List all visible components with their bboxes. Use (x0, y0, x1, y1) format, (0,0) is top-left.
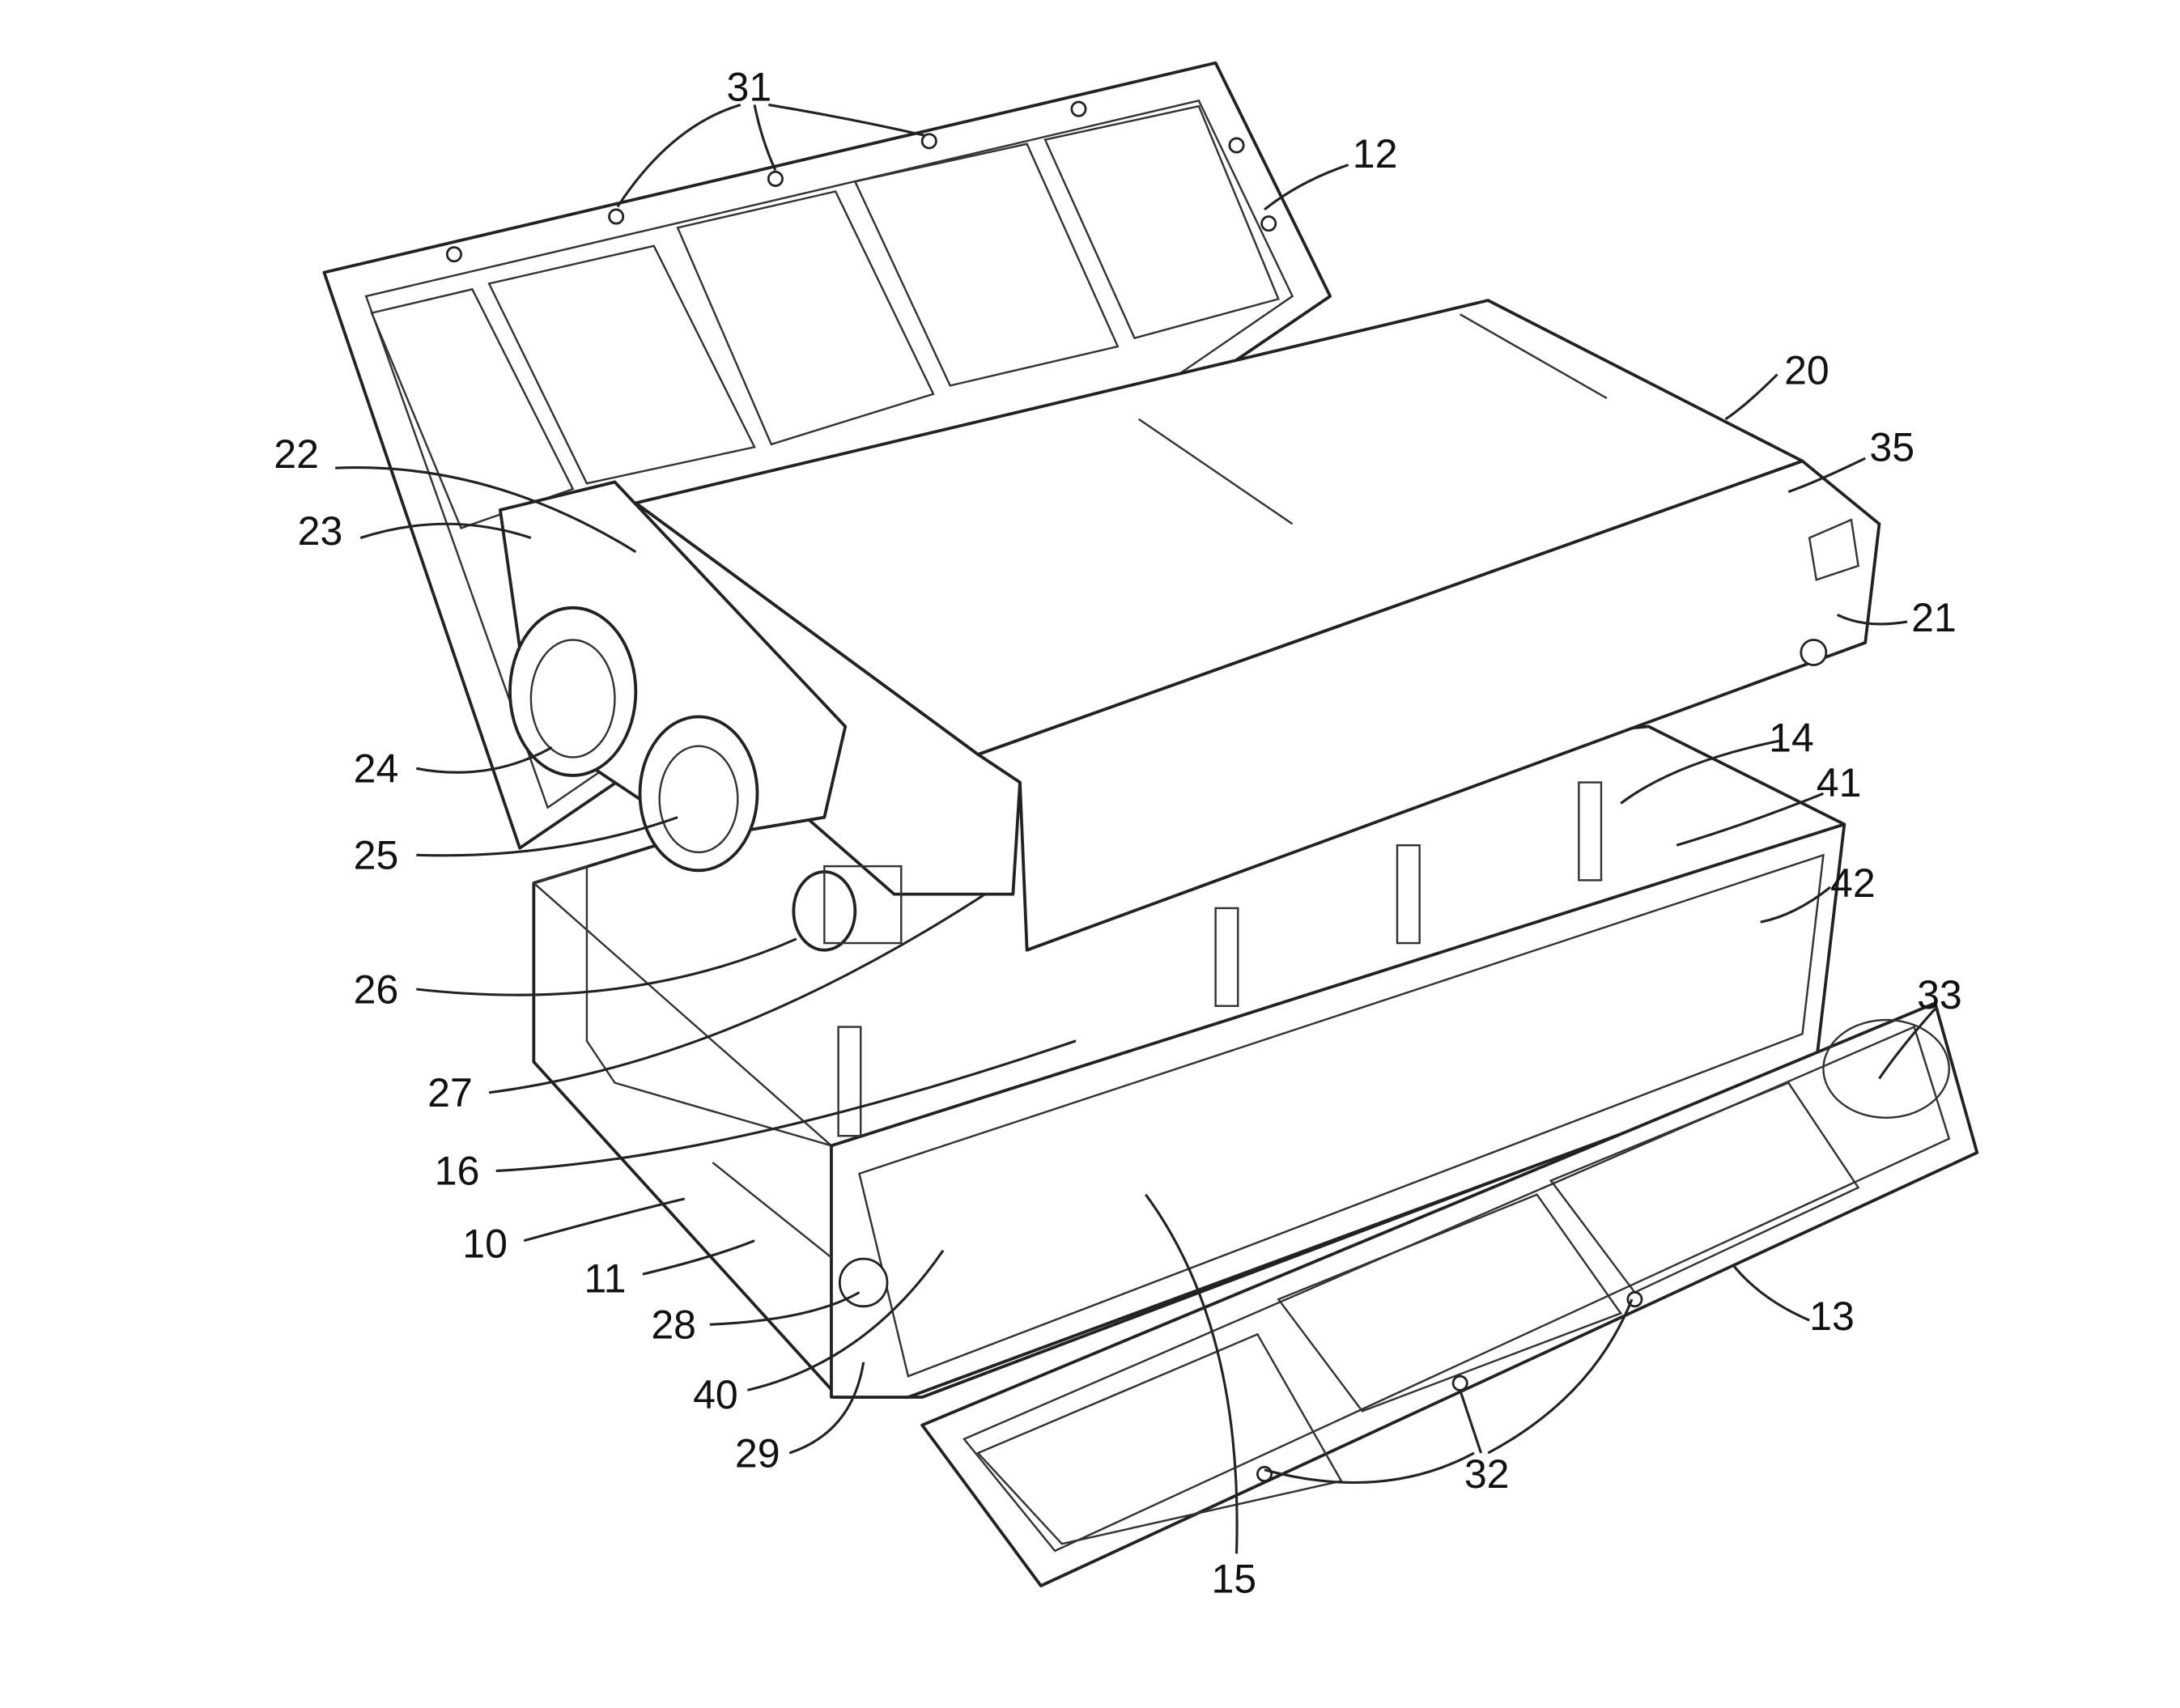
label-14: 14 (1769, 716, 1814, 761)
label-20: 20 (1784, 348, 1829, 393)
label-31: 31 (727, 64, 772, 109)
label-32: 32 (1464, 1451, 1510, 1497)
label-42: 42 (1830, 860, 1876, 906)
label-13: 13 (1809, 1294, 1855, 1339)
label-40: 40 (693, 1372, 738, 1417)
label-15: 15 (1211, 1557, 1256, 1602)
label-27: 27 (427, 1070, 473, 1115)
label-23: 23 (298, 508, 343, 554)
connector-plate-23 (499, 480, 903, 952)
label-10: 10 (462, 1221, 508, 1266)
label-21: 21 (1911, 595, 1957, 640)
label-24: 24 (354, 746, 399, 792)
leader-lines (335, 103, 1936, 1554)
label-35: 35 (1869, 425, 1914, 470)
label-25: 25 (354, 833, 399, 878)
label-11: 11 (584, 1256, 626, 1302)
label-28: 28 (651, 1302, 696, 1348)
housing-10 (531, 724, 1846, 1399)
label-12: 12 (1353, 131, 1398, 176)
label-16: 16 (435, 1149, 480, 1194)
label-22: 22 (274, 431, 319, 477)
label-41: 41 (1817, 760, 1862, 805)
label-33: 33 (1917, 972, 1962, 1018)
bottom-gasket-13 (920, 1001, 1979, 1587)
label-26: 26 (354, 967, 399, 1012)
label-29: 29 (735, 1430, 780, 1476)
